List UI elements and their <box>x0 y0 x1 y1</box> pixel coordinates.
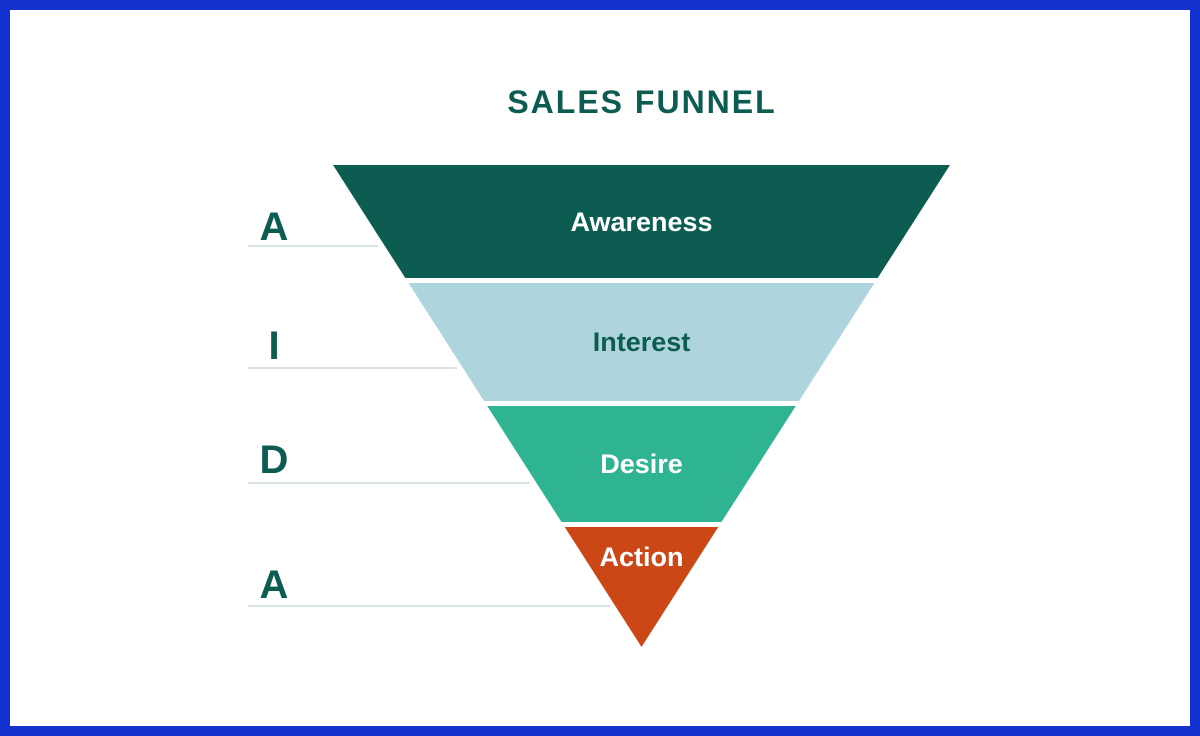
aida-rule-action <box>248 605 610 607</box>
aida-rule-interest <box>248 367 457 369</box>
funnel-label-awareness: Awareness <box>570 207 712 237</box>
page-title: SALES FUNNEL <box>507 84 777 120</box>
funnel-stage-interest <box>408 283 875 401</box>
aida-letter-awareness: A <box>259 205 289 249</box>
funnel-stage-action <box>564 527 719 647</box>
funnel-label-interest: Interest <box>593 327 691 357</box>
aida-rule-awareness <box>248 245 378 247</box>
aida-letter-desire: D <box>259 438 289 482</box>
funnel-diagram: Awareness Interest Desire Action <box>333 165 950 647</box>
funnel-label-action: Action <box>600 542 684 572</box>
funnel-label-desire: Desire <box>600 449 683 479</box>
aida-rule-desire <box>248 482 530 484</box>
aida-letter-interest: I <box>268 324 280 368</box>
aida-letter-action: A <box>259 563 289 607</box>
funnel-stage-desire <box>487 406 796 522</box>
funnel-stage-awareness <box>333 165 950 278</box>
